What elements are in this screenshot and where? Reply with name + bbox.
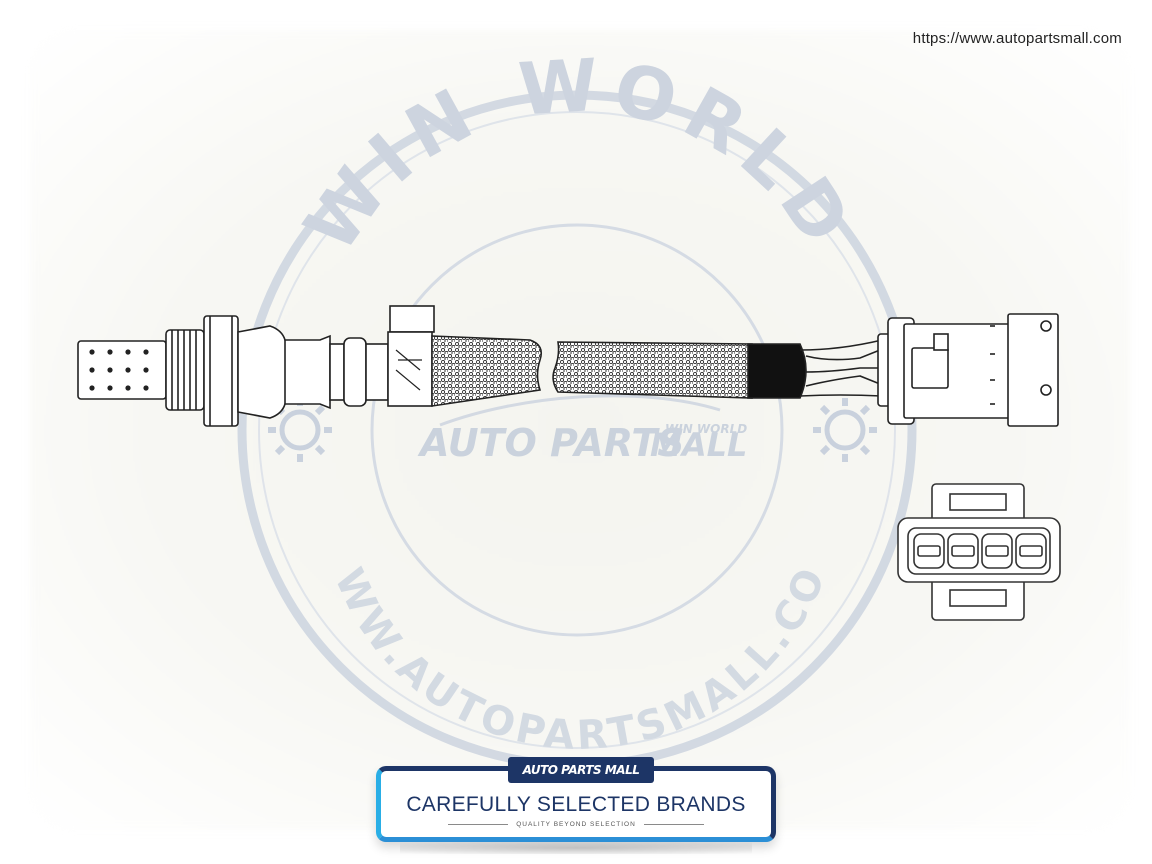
sensor-probe-tip: [77, 340, 167, 400]
watermark-arc-top: WIN WORLD: [288, 42, 862, 266]
gear-icon-right: [813, 398, 877, 462]
watermark-logo-main: AUTO PARTS: [417, 421, 685, 465]
oxygen-sensor-drawing: [77, 305, 1059, 427]
badge-subtitle: QUALITY BEYOND SELECTION: [516, 821, 636, 828]
sensor-connector: [877, 313, 1059, 427]
divider-line: [643, 824, 704, 825]
badge-shadow: [400, 842, 752, 854]
sensor-thread: [165, 329, 205, 411]
site-url[interactable]: https://www.autopartsmall.com: [912, 30, 1122, 47]
svg-text:WIN WORLD: WIN WORLD: [288, 42, 872, 266]
badge-title: CAREFULLY SELECTED BRANDS: [406, 793, 746, 816]
brand-badge: AUTO PARTS MALL CAREFULLY SELECTED BRAND…: [376, 757, 776, 842]
badge-logo-text: AUTO PARTS MALL: [522, 763, 640, 777]
divider-line: [448, 824, 509, 825]
watermark-logo-mall: MALL: [650, 426, 747, 464]
badge-logo: AUTO PARTS MALL: [508, 757, 654, 783]
badge-subtitle-row: QUALITY BEYOND SELECTION: [381, 821, 771, 828]
sensor-hex-nut: [203, 315, 239, 427]
background-wash: [30, 30, 1130, 830]
connector-pins: [913, 533, 1047, 569]
watermark-logo-small: WIN WORLD: [665, 422, 747, 436]
connector-end-view: [897, 483, 1061, 621]
